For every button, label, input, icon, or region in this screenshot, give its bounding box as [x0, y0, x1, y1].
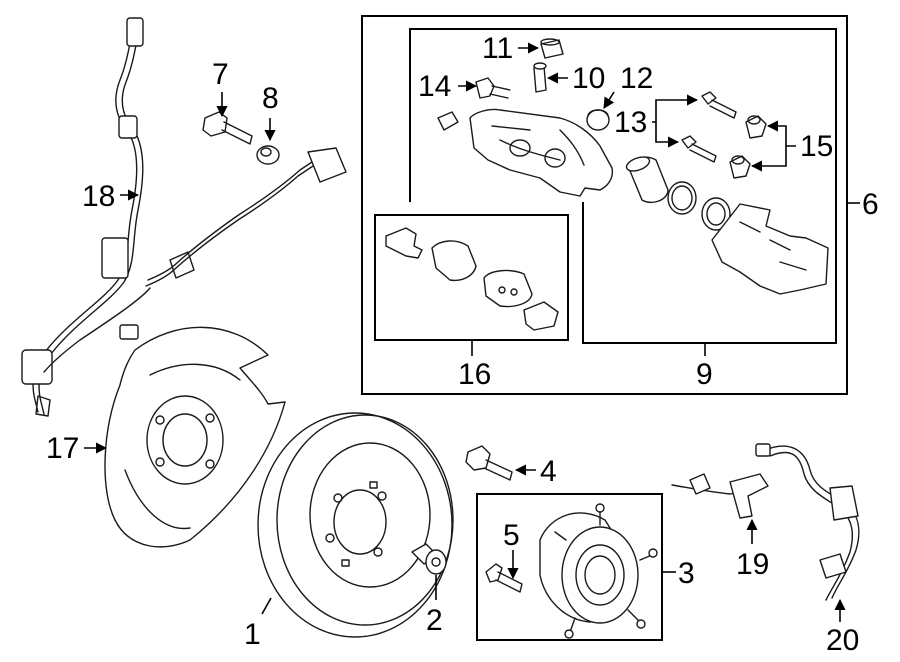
caliper-plug-part	[586, 109, 610, 131]
wheel-speed-sensor-part	[671, 473, 769, 519]
guide-pin-lower-part	[681, 135, 717, 163]
bolt-part-7	[202, 111, 253, 145]
brake-pad-set-part	[385, 227, 559, 331]
brake-rotor-part	[257, 412, 454, 638]
leader-13-lower	[655, 122, 680, 148]
callout-13: 13	[614, 106, 647, 139]
bleeder-screw-part	[533, 62, 547, 93]
callout-7: 7	[212, 58, 229, 91]
caliper-inner-box	[409, 28, 837, 344]
pin-boot-upper-part	[745, 115, 767, 139]
callout-10: 10	[572, 62, 605, 95]
dust-shield-part	[104, 326, 286, 548]
callout-15: 15	[800, 130, 833, 163]
callout-14: 14	[418, 70, 451, 103]
leader-15-lower	[750, 146, 787, 172]
dust-boot-part	[701, 197, 731, 231]
abs-wire-harness-part	[21, 17, 347, 417]
callout-20: 20	[826, 624, 859, 657]
guide-pin-upper-part	[701, 91, 737, 119]
callout-5: 5	[503, 519, 520, 552]
callout-19: 19	[736, 548, 769, 581]
leader-15-upper	[766, 120, 796, 147]
callout-12: 12	[620, 62, 653, 95]
piston-part	[625, 156, 669, 204]
hub-bolt-part	[465, 445, 513, 481]
abs-sensor-wire-part	[755, 443, 860, 601]
leader-12	[603, 91, 615, 109]
leader-13-upper	[652, 94, 699, 123]
callout-16: 16	[458, 358, 491, 391]
hub-bearing-part	[539, 503, 658, 639]
hub-bearing-box	[476, 493, 663, 641]
caliper-body-part	[437, 108, 614, 197]
pin-boot-lower-part	[729, 155, 751, 179]
caliper-assembly-outer-box	[361, 15, 848, 395]
callout-18: 18	[82, 180, 115, 213]
callout-2: 2	[426, 604, 443, 637]
washer-part-8	[256, 145, 280, 165]
banjo-bolt-part	[475, 77, 511, 99]
bleeder-cap-part	[540, 38, 564, 59]
callout-6: 6	[862, 188, 879, 221]
wheel-stud-part	[485, 563, 523, 593]
callout-8: 8	[262, 82, 279, 115]
callout-1: 1	[244, 618, 261, 651]
rotor-screw-part	[411, 543, 447, 575]
callout-4: 4	[540, 455, 557, 488]
callout-9: 9	[696, 358, 713, 391]
callout-11: 11	[482, 32, 513, 65]
piston-seal-part	[667, 181, 697, 215]
callout-17: 17	[46, 432, 79, 465]
callout-3: 3	[678, 557, 695, 590]
caliper-bracket-part	[711, 203, 829, 295]
leader-1	[261, 597, 272, 615]
